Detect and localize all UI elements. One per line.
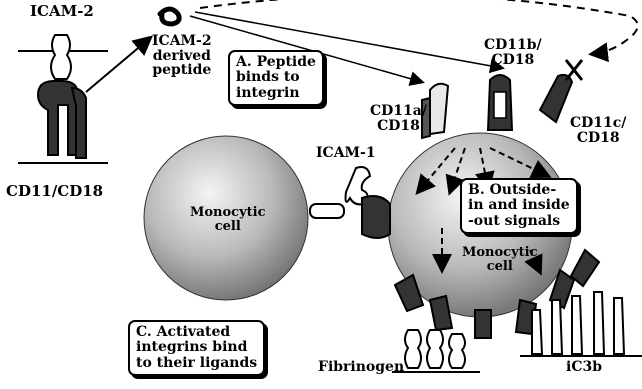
- box-b-signals: B. Outside- in and inside -out signals: [460, 178, 578, 234]
- label-icam2: ICAM-2: [30, 4, 94, 20]
- label-monocytic-right: Monocytic cell: [462, 246, 538, 273]
- icam2-molecule: [51, 35, 71, 79]
- box-a-peptide-binds: A. Peptide binds to integrin: [228, 50, 324, 106]
- fibrinogen-ligands: [405, 330, 465, 368]
- cd11b-integrin: [488, 75, 512, 130]
- arrow-to-peptide: [86, 38, 150, 92]
- cd11-cd18-integrin: [38, 81, 86, 158]
- label-fibrinogen: Fibrinogen: [318, 360, 404, 375]
- label-cd11-cd18: CD11/CD18: [6, 184, 103, 200]
- label-ic3b: iC3b: [566, 360, 602, 375]
- integrin-bound-icam1: [362, 196, 390, 238]
- label-cd11b: CD11b/ CD18: [484, 38, 542, 67]
- label-icam2-peptide: ICAM-2 derived peptide: [152, 34, 212, 78]
- label-cd11c: CD11c/ CD18: [570, 116, 626, 145]
- dashed-arrow-to-cd11c: [200, 0, 638, 54]
- peptide-icon: [160, 9, 179, 24]
- cd11c-integrin: [540, 60, 582, 122]
- box-c-activated-integrins: C. Activated integrins bind to their lig…: [128, 320, 265, 376]
- label-cd11a: CD11a/ CD18: [370, 104, 427, 133]
- ic3b-ligands: [532, 292, 624, 354]
- label-monocytic-left: Monocytic cell: [190, 206, 266, 233]
- label-icam1: ICAM-1: [316, 146, 376, 161]
